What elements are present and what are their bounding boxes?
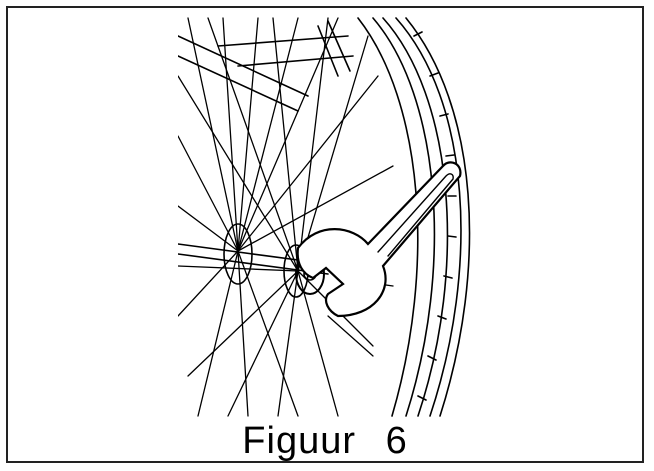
figure-caption: Figuur 6 [242, 420, 408, 462]
wheel-wrench-icon [178, 17, 471, 417]
figure-frame: Figuur 6 [6, 6, 644, 463]
